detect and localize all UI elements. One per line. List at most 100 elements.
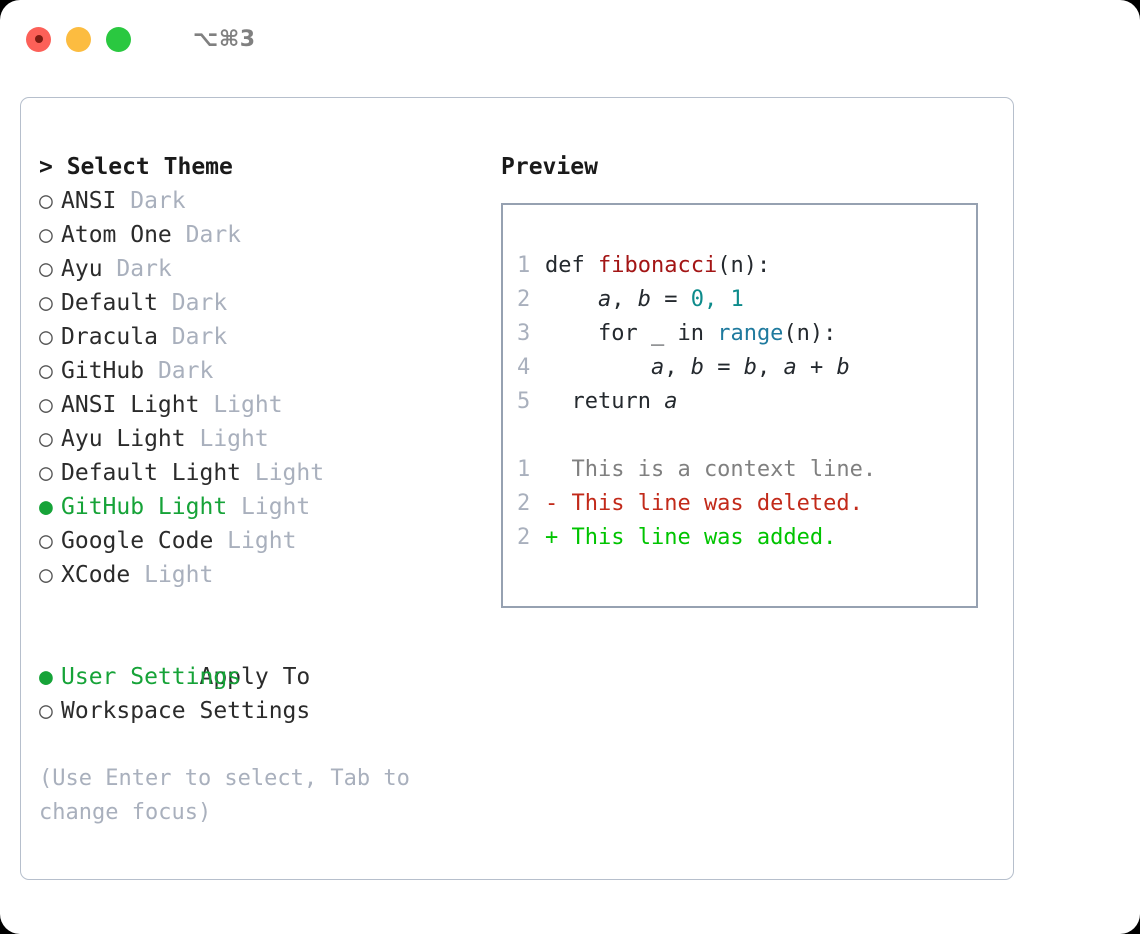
code-indent (545, 321, 598, 346)
theme-option-variant: Dark (116, 188, 186, 214)
theme-option-label: ANSI (61, 188, 117, 214)
apply-to-option-user-settings[interactable]: ● User Settings (39, 660, 489, 694)
theme-option-variant: Dark (157, 324, 228, 350)
line-number: 2 (517, 525, 531, 550)
select-theme-heading: > Select Theme (39, 154, 233, 180)
code-indent (545, 355, 651, 380)
radio-selected-icon: ● (39, 664, 53, 690)
theme-option-ansi[interactable]: ○ANSI Dark (39, 184, 489, 218)
radio-empty-icon: ○ (39, 562, 53, 588)
code-token-plain: def (545, 253, 598, 278)
line-number: 3 (517, 321, 531, 346)
theme-option-label: Default (61, 290, 158, 316)
code-token-var: a (664, 389, 678, 414)
apply-to-option-workspace-settings[interactable]: ○ Workspace Settings (39, 694, 489, 728)
theme-option-xcode[interactable]: ○ XCode Light (39, 558, 489, 592)
theme-option-github[interactable]: ○GitHub Dark (39, 354, 489, 388)
theme-option-variant: Light (241, 460, 325, 486)
code-token-plain: return (571, 389, 665, 414)
close-window-button[interactable] (26, 26, 51, 52)
preview-heading: Preview (501, 154, 598, 180)
radio-empty-icon: ○ (39, 698, 53, 724)
theme-option-variant: Light (185, 426, 269, 452)
theme-option-label: Google Code (61, 528, 214, 554)
apply-to-label: Apply To (199, 664, 311, 690)
window-controls (26, 26, 146, 52)
theme-option-variant: Dark (157, 290, 228, 316)
radio-empty-icon: ○ (39, 324, 53, 350)
theme-option-variant: Dark (102, 256, 172, 282)
code-token-builtin: range (717, 321, 784, 346)
theme-option-variant: Light (227, 494, 311, 520)
code-line: 4 a, b = b, a + b (517, 351, 976, 385)
radio-empty-icon: ○ (39, 528, 53, 554)
theme-option-label: Dracula (61, 324, 158, 350)
code-token-plain: , (664, 355, 691, 380)
maximize-window-button[interactable] (106, 26, 131, 52)
code-token-var: b (637, 287, 651, 312)
radio-selected-icon: ● (39, 494, 53, 520)
code-token-plain: , (756, 355, 784, 380)
theme-option-github-light[interactable]: ● GitHub Light Light (39, 490, 489, 524)
diff-line-text: This is a context line. (545, 457, 877, 482)
close-icon (34, 35, 43, 43)
apply-to-heading: Apply To (39, 626, 489, 690)
theme-option-variant: Dark (171, 222, 242, 248)
code-line: 3 for _ in range(n): (517, 317, 976, 351)
theme-option-ayu-light[interactable]: ○Ayu Light Light (39, 422, 489, 456)
apply-to-option-label: Workspace Settings (61, 698, 311, 724)
theme-option-ansi-light[interactable]: ○ANSI Light Light (39, 388, 489, 422)
title-bar: ⌥⌘3 (0, 0, 1140, 78)
theme-option-label: XCode (61, 562, 131, 588)
code-token-var: a (597, 287, 612, 312)
theme-option-default[interactable]: ○ Default Dark (39, 286, 489, 320)
theme-option-label: Atom One (61, 222, 172, 248)
theme-option-default-light[interactable]: ○Default Light Light (39, 456, 489, 490)
theme-option-variant: Dark (144, 358, 214, 384)
radio-empty-icon: ○ (39, 222, 53, 248)
theme-option-ayu[interactable]: ○Ayu Dark (39, 252, 489, 286)
radio-empty-icon: ○ (39, 290, 53, 316)
code-line: 2 a, b = 0, 1 (517, 283, 976, 317)
code-token-num: , (703, 287, 731, 312)
code-token-num: 1 (730, 287, 744, 312)
code-token-plain: = (650, 287, 691, 312)
radio-empty-icon: ○ (39, 392, 53, 418)
code-indent (545, 287, 598, 312)
theme-option-label: Ayu Light (61, 426, 186, 452)
code-token-plain: for _ in (597, 321, 718, 346)
code-token-fn: fibonacci (597, 253, 718, 278)
code-token-plain: , (611, 287, 638, 312)
code-token-num: 0 (690, 287, 704, 312)
radio-empty-icon: ○ (39, 256, 53, 282)
theme-option-list: ○ANSI Dark○Atom One Dark○Ayu Dark○Defaul… (39, 184, 489, 592)
code-token-var: a (783, 355, 797, 380)
diff-line-text: + This line was added. (545, 525, 837, 550)
theme-option-label: GitHub Light (61, 494, 228, 520)
diff-sample: 1 This is a context line.2- This line wa… (517, 453, 976, 555)
theme-option-variant: Light (199, 392, 283, 418)
line-number: 2 (517, 287, 531, 312)
diff-line-deleted: 2- This line was deleted. (517, 487, 976, 521)
theme-option-google-code[interactable]: ○Google Code Light (39, 524, 489, 558)
theme-option-variant: Light (130, 562, 214, 588)
line-number: 1 (517, 253, 531, 278)
minimize-window-button[interactable] (66, 26, 91, 52)
theme-option-atom-one[interactable]: ○ Atom One Dark (39, 218, 489, 252)
code-diff-gap (517, 419, 976, 453)
code-line: 1 def fibonacci(n): (517, 249, 976, 283)
code-token-var: b (743, 355, 757, 380)
radio-empty-icon: ○ (39, 358, 53, 384)
code-indent (545, 389, 572, 414)
code-line: 5 return a (517, 385, 976, 419)
theme-option-dracula[interactable]: ○ Dracula Dark (39, 320, 489, 354)
apply-to-option-label: User Settings (61, 664, 242, 690)
keyboard-shortcut-label: ⌥⌘3 (193, 26, 256, 52)
code-token-plain: + (796, 355, 837, 380)
list-spacer (39, 592, 489, 626)
apply-to-option-list: ● User Settings ○ Workspace Settings (39, 660, 489, 728)
code-token-plain: (n): (717, 253, 771, 278)
